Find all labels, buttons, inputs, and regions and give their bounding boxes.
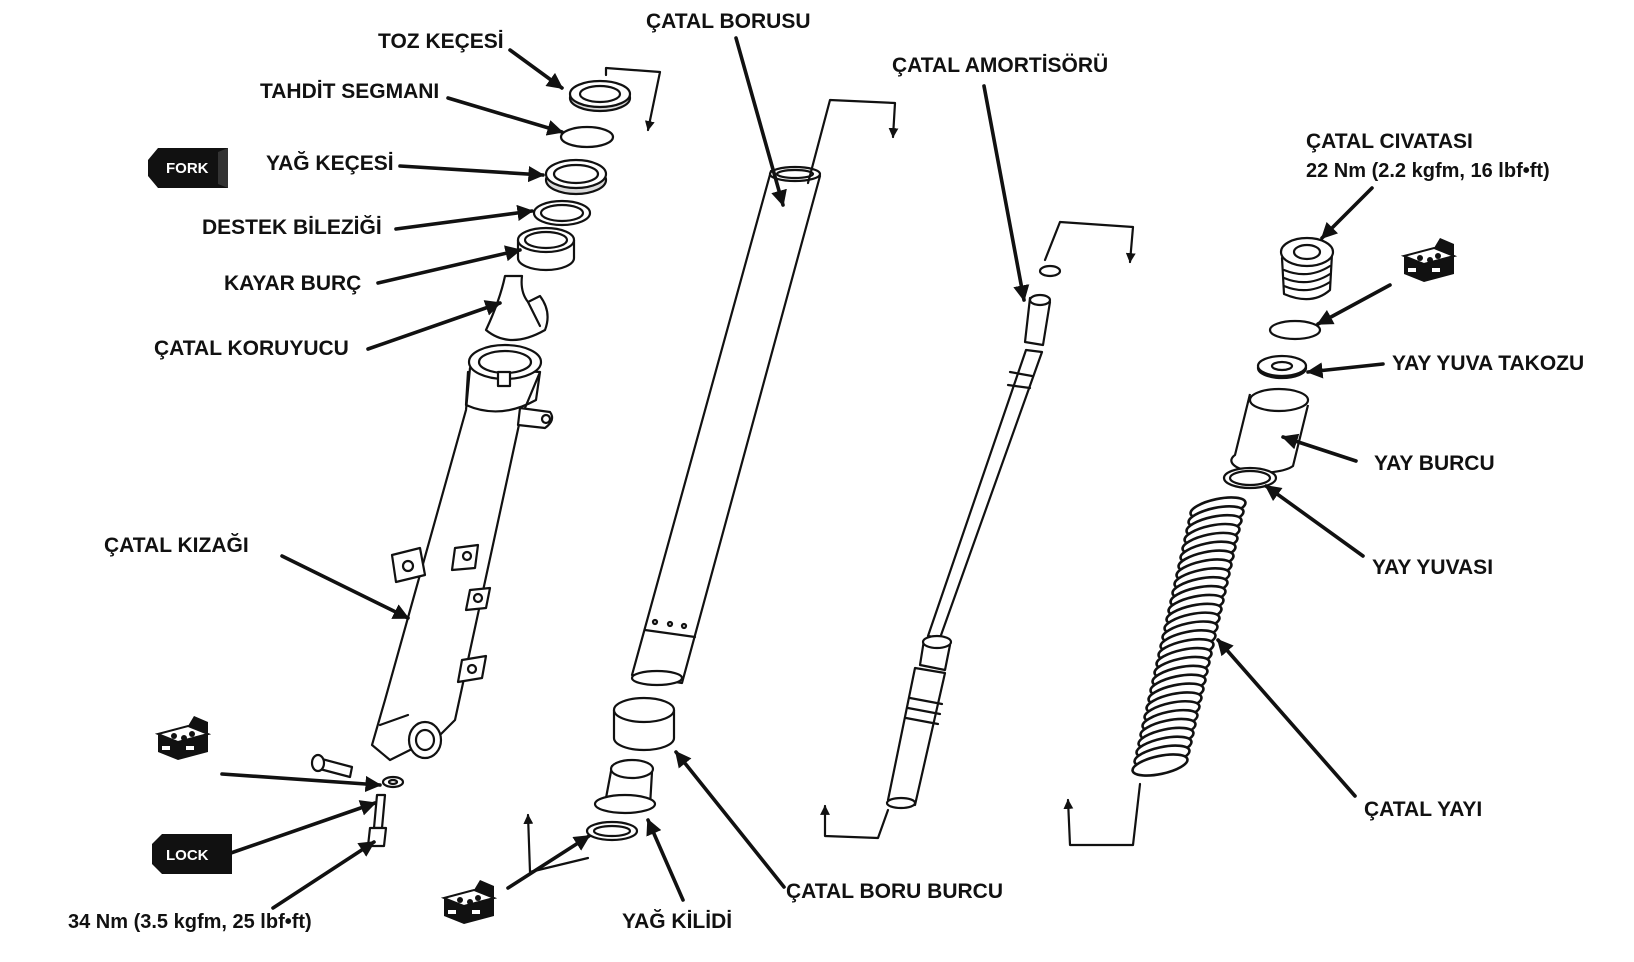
left-components [220, 48, 662, 910]
fork-protector-part [484, 274, 549, 341]
label-torque-34nm: 34 Nm (3.5 kgfm, 25 lbf•ft) [68, 911, 312, 933]
lock-tag-icon: LOCK [152, 834, 232, 874]
lock-tag-text: LOCK [166, 847, 209, 864]
oil-seal-part [544, 158, 608, 196]
spring-group [1063, 186, 1392, 847]
label-fork-slider: ÇATAL KIZAĞI [104, 534, 249, 557]
label-damper: ÇATAL AMORTİSÖRÜ [892, 54, 1109, 77]
label-oil-seal: YAĞ KEÇESİ [266, 152, 394, 175]
label-fork-tube-bushing: ÇATAL BORU BURCU [786, 880, 1003, 903]
fork-tag-icon: FORK [148, 148, 228, 188]
label-torque-22nm: 22 Nm (2.2 kgfm, 16 lbf•ft) [1306, 160, 1550, 182]
stopper-ring-part [559, 125, 615, 149]
label-spring-seat-stopper: YAY YUVA TAKOZU [1392, 352, 1585, 375]
label-spring-collar: YAY BURCU [1374, 452, 1495, 475]
label-back-up-ring: DESTEK BİLEZİĞİ [202, 216, 382, 239]
slider-bushing-part [516, 226, 576, 272]
fork-bolt-part [1279, 236, 1335, 301]
oil-can-icon [443, 879, 495, 925]
fork-tube-bushing-part [612, 696, 676, 752]
label-spring-seat: YAY YUVASI [1372, 556, 1494, 579]
spring-seat-stopper-part [1256, 354, 1308, 380]
label-stopper-ring: TAHDİT SEGMANI [260, 80, 440, 103]
spring-coil [1131, 753, 1189, 777]
fork-spring-part [1131, 496, 1247, 777]
label-fork-bolt: ÇATAL CIVATASI [1306, 130, 1473, 153]
label-fork-protector: ÇATAL KORUYUCU [154, 337, 349, 360]
spring-collar-part [1230, 387, 1310, 474]
label-fork-tube: ÇATAL BORUSU [646, 10, 811, 33]
dust-seal-part [568, 79, 632, 113]
o-ring-part [1268, 319, 1322, 341]
damper-group [820, 84, 1136, 840]
oil-can-icon [1403, 237, 1455, 283]
fork-tag-text: FORK [166, 160, 209, 177]
label-dust-seal: TOZ KEÇESİ [378, 30, 504, 53]
oil-lock-piece-part [585, 758, 657, 842]
label-oil-lock-piece: YAĞ KİLİDİ [622, 910, 733, 933]
spring-seat-part [1222, 466, 1278, 490]
label-slider-bushing: KAYAR BURÇ [224, 272, 362, 295]
oil-can-icon [157, 715, 209, 761]
label-fork-spring: ÇATAL YAYI [1364, 798, 1483, 821]
back-up-ring-part [532, 199, 592, 227]
fork-tube-group [506, 36, 899, 902]
socket-bolt-part [310, 753, 405, 848]
fork-slider-part [370, 343, 554, 762]
